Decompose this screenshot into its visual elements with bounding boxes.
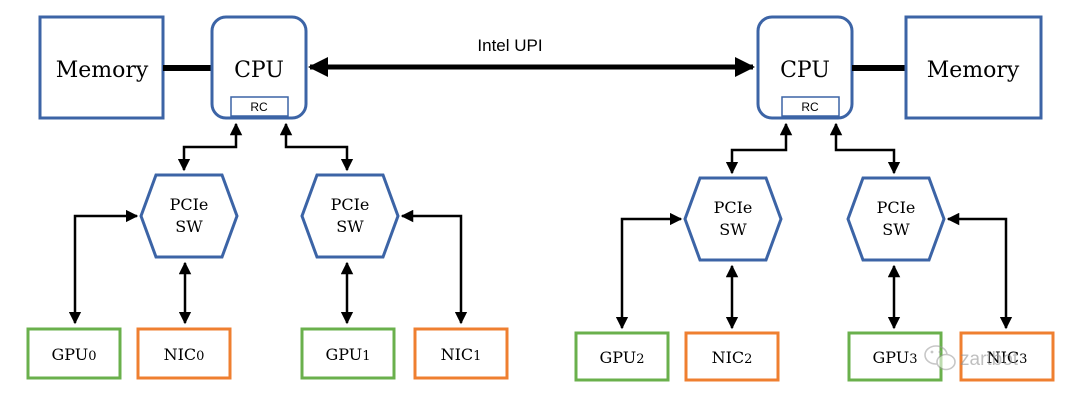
left-rc-to-switch-1-link: [279, 122, 354, 172]
left-memory-box: [38, 15, 165, 120]
nic3-box: [959, 331, 1055, 382]
nic0-label: NIC0: [164, 345, 205, 364]
left-pcie-switch-0: [139, 173, 239, 259]
gpu1-box: [300, 327, 396, 380]
right-switch-0-line1: PCIe: [714, 198, 753, 217]
nic2-label: NIC2: [712, 348, 753, 367]
right-pcie-switch-0: [683, 176, 783, 262]
nic1-label: NIC1: [441, 345, 482, 364]
left-cpu-box: [210, 15, 308, 120]
right-memory-label: Memory: [927, 58, 1020, 83]
nic2-box: [684, 331, 780, 382]
right-switch-1-to-nic3-link: [946, 212, 1013, 330]
left-switch-0-to-gpu0-link: [68, 209, 139, 325]
watermark: zartbot: [924, 345, 1019, 371]
left-cpu-label: CPU: [234, 58, 284, 83]
nic3-label: NIC3: [987, 348, 1028, 367]
upi-link-group: Intel UPI: [308, 36, 755, 77]
left-socket: Memory CPU RC PCIe SW PCIe SW GPU0 NIC0 …: [26, 15, 509, 380]
left-switch-0-line2: SW: [175, 217, 203, 236]
left-rc-to-switch-0-link: [177, 122, 243, 172]
gpu3-label: GPU3: [872, 348, 917, 367]
wechat-icon: [924, 345, 956, 371]
right-rc-to-switch-0-link: [725, 122, 793, 175]
left-pcie-switch-1: [300, 173, 400, 259]
left-rc-label: RC: [250, 100, 268, 114]
right-socket: CPU RC Memory PCIe SW PCIe SW GPU2 NIC2 …: [574, 15, 1055, 382]
nic1-box: [413, 327, 509, 380]
right-rc-to-switch-1-link: [829, 122, 901, 175]
watermark-text: zartbot: [960, 349, 1019, 370]
right-switch-1-line1: PCIe: [877, 198, 916, 217]
gpu2-box: [574, 331, 670, 382]
gpu0-box: [26, 327, 122, 380]
right-switch-1-line2: SW: [882, 220, 910, 239]
left-switch-0-line1: PCIe: [170, 195, 209, 214]
left-memory-label: Memory: [56, 58, 149, 83]
nic0-box: [136, 327, 232, 380]
left-rc-box: [230, 96, 289, 117]
right-memory-box: [904, 15, 1043, 120]
gpu2-label: GPU2: [599, 348, 644, 367]
right-switch-0-line2: SW: [719, 220, 747, 239]
right-pcie-switch-1: [846, 176, 946, 262]
right-rc-label: RC: [801, 100, 819, 114]
upi-link-label: Intel UPI: [477, 36, 542, 55]
gpu0-label: GPU0: [51, 345, 96, 364]
right-rc-box: [781, 96, 840, 117]
right-cpu-label: CPU: [780, 58, 830, 83]
left-switch-1-line1: PCIe: [331, 195, 370, 214]
gpu1-label: GPU1: [325, 345, 370, 364]
right-switch-0-to-gpu2-link: [615, 212, 683, 330]
left-switch-1-line2: SW: [336, 217, 364, 236]
left-switch-1-to-nic1-link: [400, 209, 468, 325]
